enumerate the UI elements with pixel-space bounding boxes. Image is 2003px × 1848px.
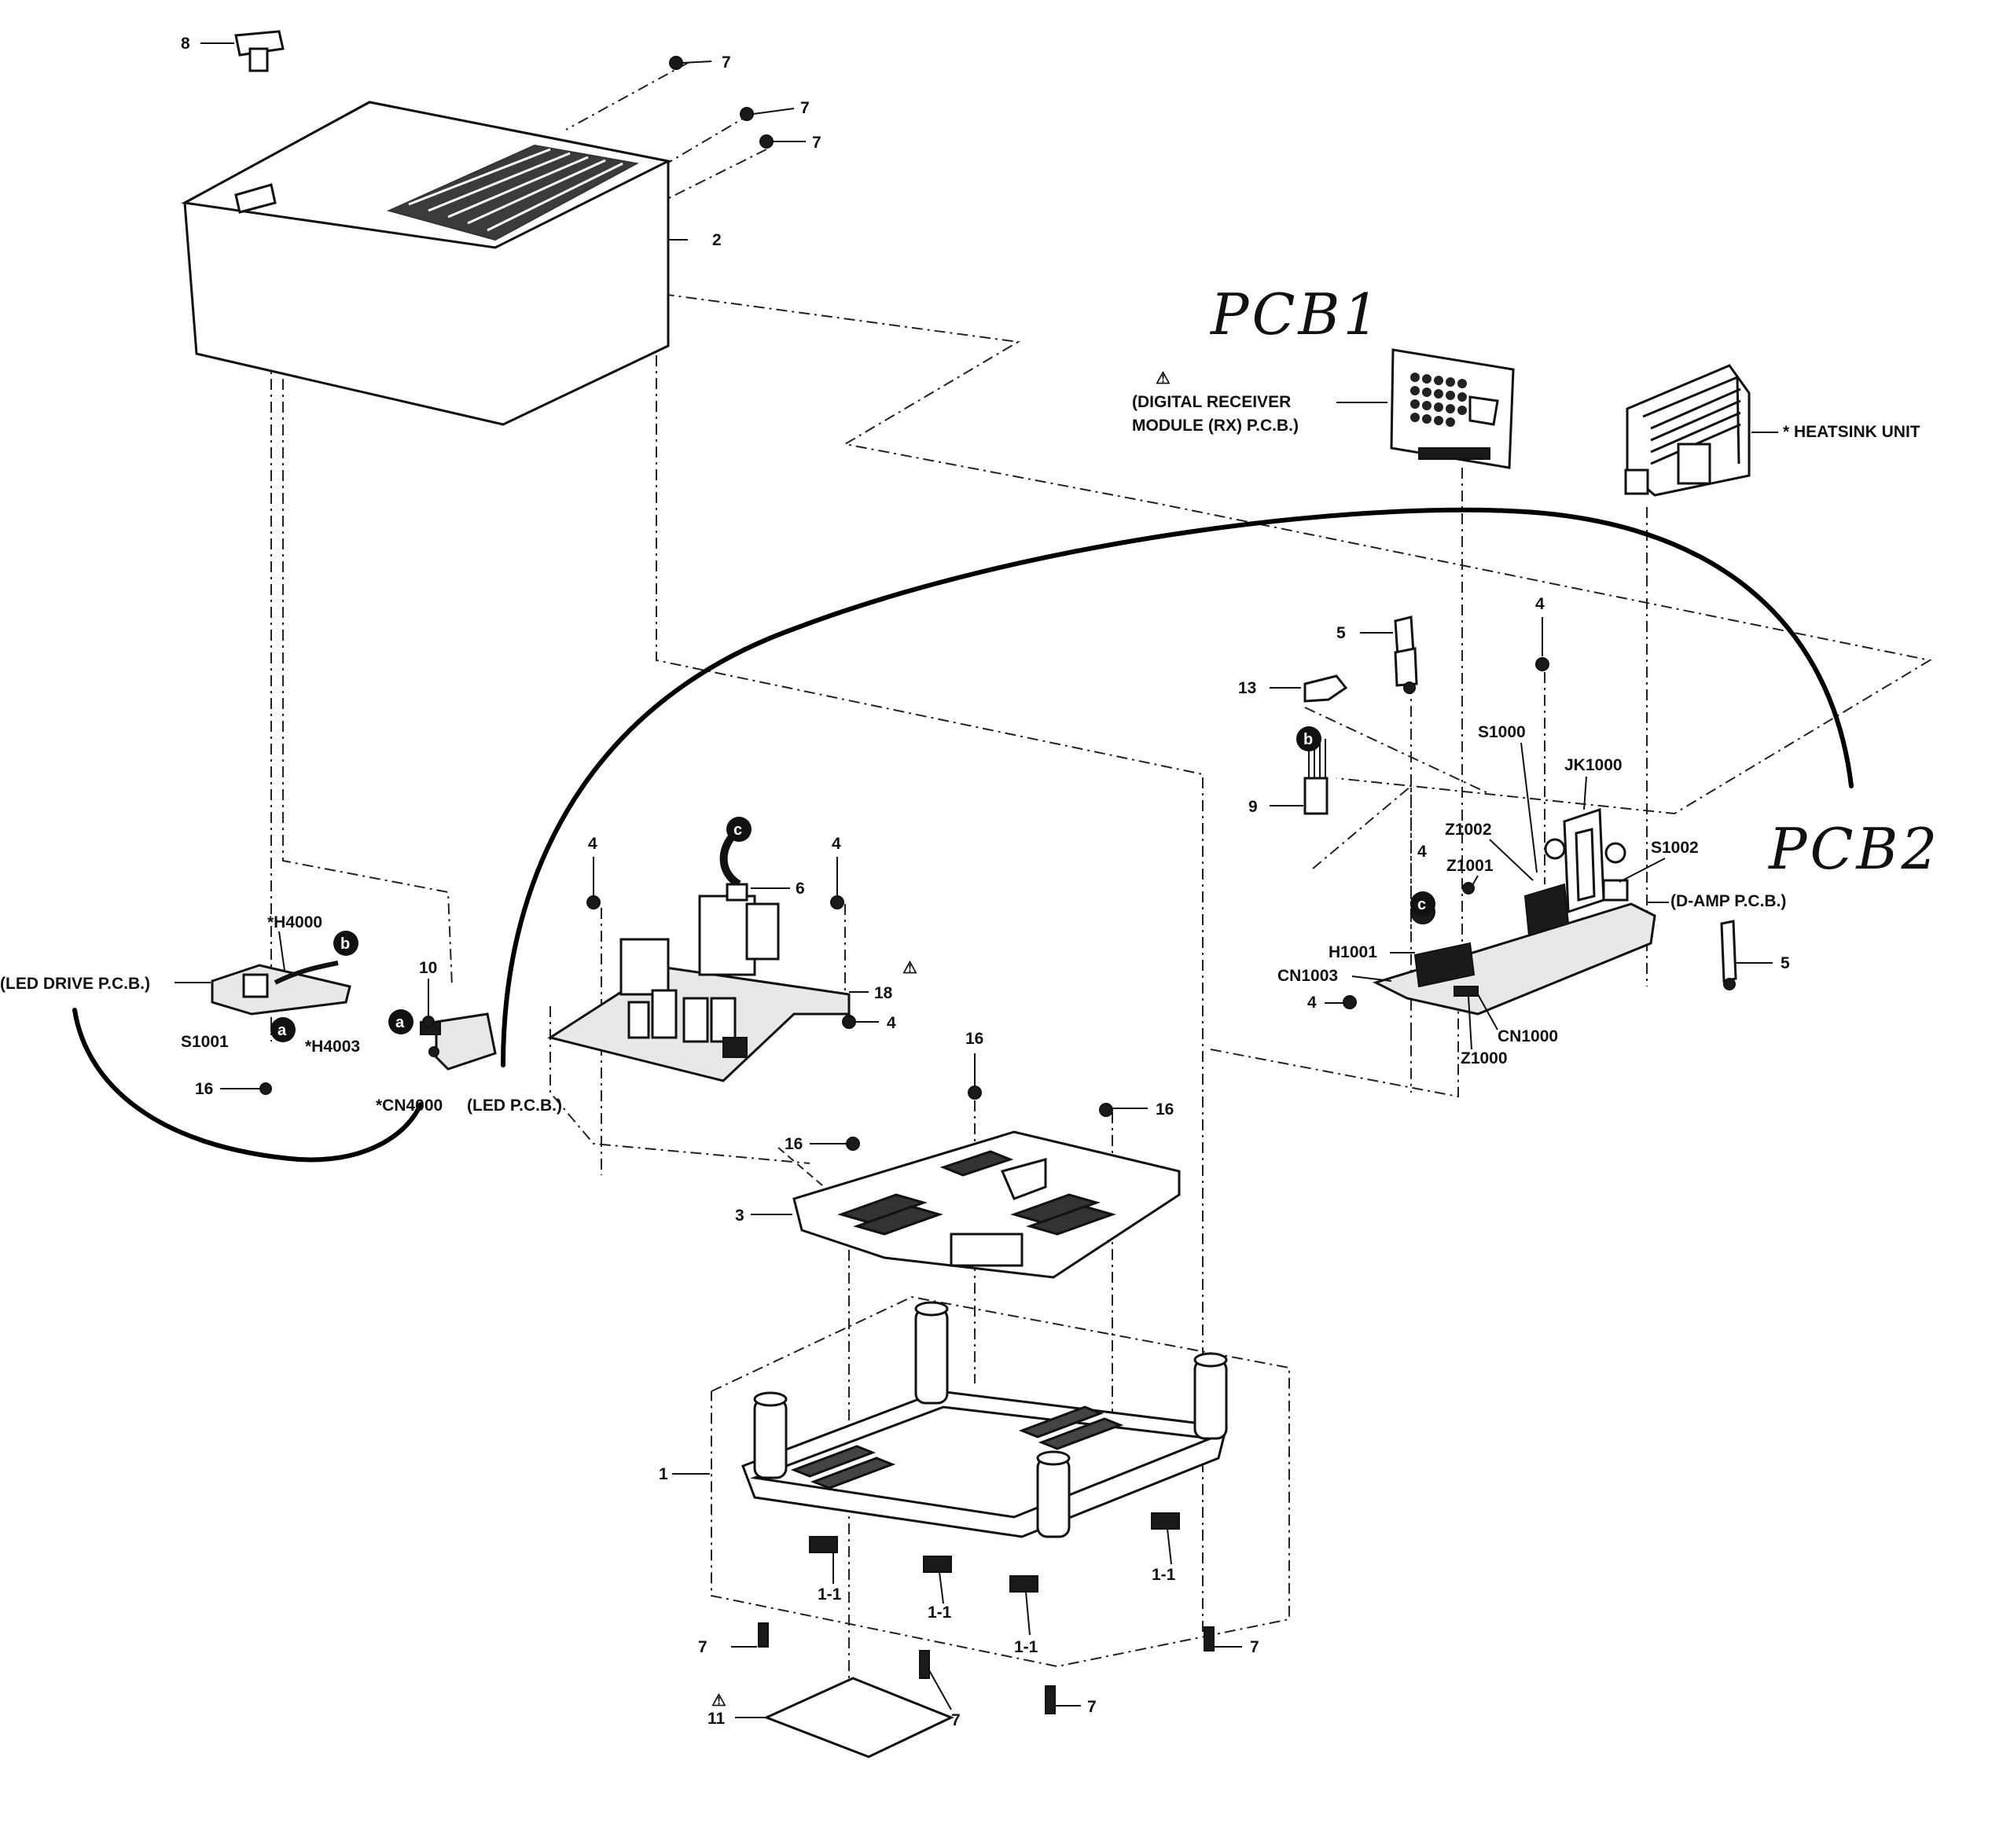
label-part-7-e: 7 — [951, 1711, 961, 1729]
screws-7-bottom — [731, 1622, 1242, 1714]
chassis-plate — [751, 1130, 1181, 1279]
screws-7-top — [669, 56, 806, 149]
ref-cn1000: CN1000 — [1498, 1027, 1558, 1045]
label-part-11: 11 — [707, 1710, 726, 1728]
label-part-7-c: 7 — [812, 134, 821, 152]
label-part-16-b: 16 — [965, 1030, 983, 1048]
label-part-16-d: 16 — [785, 1135, 803, 1153]
d-amp-pcb — [1372, 807, 1656, 1016]
ref-h1001: H1001 — [1329, 943, 1377, 961]
marker-c-power: c — [733, 821, 742, 839]
label-part-10: 10 — [419, 959, 437, 977]
part-5-bracket-lower — [1720, 920, 1773, 990]
ref-z1002: Z1002 — [1445, 821, 1492, 839]
label-part-1: 1 — [659, 1465, 668, 1483]
marker-a-led-drive: a — [277, 1022, 287, 1039]
heatsink-unit — [1624, 364, 1778, 497]
part-13-clip — [1270, 674, 1348, 703]
ref-z1001: Z1001 — [1446, 857, 1494, 875]
handwritten-annotations — [72, 507, 1854, 1163]
marker-b-led-drive: b — [340, 935, 350, 953]
part-9-cable — [1270, 739, 1329, 815]
label-part-1-1-c: 1-1 — [1014, 1638, 1038, 1656]
digital-receiver-pcb — [1390, 348, 1515, 469]
label-part-5-b: 5 — [1781, 954, 1790, 972]
label-part-3: 3 — [735, 1207, 744, 1225]
part-8-clip — [200, 30, 285, 72]
pcb2-handwritten-label: PCB2 — [1767, 816, 1940, 882]
label-part-6: 6 — [796, 880, 805, 898]
label-part-7-a: 7 — [722, 53, 731, 72]
label-part-1-1-d: 1-1 — [1152, 1566, 1176, 1584]
connection-markers — [270, 726, 1435, 1042]
label-part-1-1-a: 1-1 — [818, 1585, 842, 1604]
ref-cn4000: *CN4000 — [376, 1097, 443, 1115]
power-supply-pcb — [547, 895, 869, 1082]
label-part-16-a: 16 — [195, 1080, 213, 1098]
ref-h4000: *H4000 — [267, 913, 322, 931]
part-11-label-sheet — [735, 1677, 954, 1758]
screws-16 — [220, 1053, 1148, 1151]
label-part-4-e: 4 — [832, 835, 841, 853]
ref-s1000: S1000 — [1478, 723, 1526, 741]
label-part-5-a: 5 — [1336, 624, 1346, 642]
ref-h4003: *H4003 — [305, 1038, 360, 1056]
warning-symbol-11: ⚠ — [711, 1692, 726, 1710]
label-part-7-b: 7 — [800, 99, 810, 117]
label-part-2: 2 — [712, 231, 722, 249]
marker-b-cable: b — [1303, 731, 1313, 748]
led-label: (LED P.C.B.) — [467, 1097, 562, 1115]
digital-receiver-label-line1: (DIGITAL RECEIVER — [1132, 393, 1291, 411]
screw-10 — [422, 979, 435, 1028]
screws-4 — [586, 617, 1549, 1029]
ref-s1001: S1001 — [181, 1033, 229, 1051]
foot-leaders — [832, 1528, 1172, 1636]
d-amp-label: (D-AMP P.C.B.) — [1670, 892, 1786, 910]
label-part-4-f: 4 — [887, 1014, 896, 1032]
ref-jk1000: JK1000 — [1564, 756, 1623, 774]
led-drive-pcb — [175, 961, 351, 1016]
label-part-7-f: 7 — [1087, 1698, 1097, 1716]
part-5-bracket-upper — [1360, 615, 1418, 694]
ref-cn1003: CN1003 — [1277, 967, 1338, 985]
label-part-4-a: 4 — [1535, 595, 1545, 613]
label-part-8: 8 — [181, 35, 190, 53]
ref-z1000: Z1000 — [1461, 1049, 1508, 1067]
label-part-7-g: 7 — [1250, 1638, 1259, 1656]
label-part-9: 9 — [1248, 798, 1258, 816]
base-tray — [672, 1295, 1290, 1668]
warning-symbol-receiver: ⚠ — [1156, 369, 1171, 388]
label-part-4-b: 4 — [1417, 843, 1427, 861]
ref-s1002: S1002 — [1651, 839, 1699, 857]
heatsink-label: * HEATSINK UNIT — [1783, 423, 1920, 441]
led-drive-label: (LED DRIVE P.C.B.) — [0, 975, 150, 993]
marker-a-led: a — [395, 1014, 405, 1031]
label-part-16-c: 16 — [1156, 1100, 1174, 1119]
label-part-4-d: 4 — [588, 835, 597, 853]
digital-receiver-label-line2: MODULE (RX) P.C.B.) — [1132, 417, 1299, 435]
label-part-1-1-b: 1-1 — [928, 1604, 952, 1622]
top-cover — [181, 101, 688, 426]
label-part-4-c: 4 — [1307, 994, 1317, 1012]
pcb1-handwritten-label: PCB1 — [1209, 281, 1382, 347]
labels: PCB1 PCB2 ⚠ (DIGITAL RECEIVER MODULE (RX… — [0, 35, 1940, 1729]
label-part-7-d: 7 — [698, 1638, 707, 1656]
label-part-18: 18 — [874, 984, 893, 1002]
marker-c-amp: c — [1417, 896, 1426, 913]
warning-symbol-18: ⚠ — [902, 959, 917, 977]
led-pcb — [420, 1012, 497, 1071]
label-part-13: 13 — [1238, 679, 1256, 697]
part-6-cable — [719, 830, 790, 902]
